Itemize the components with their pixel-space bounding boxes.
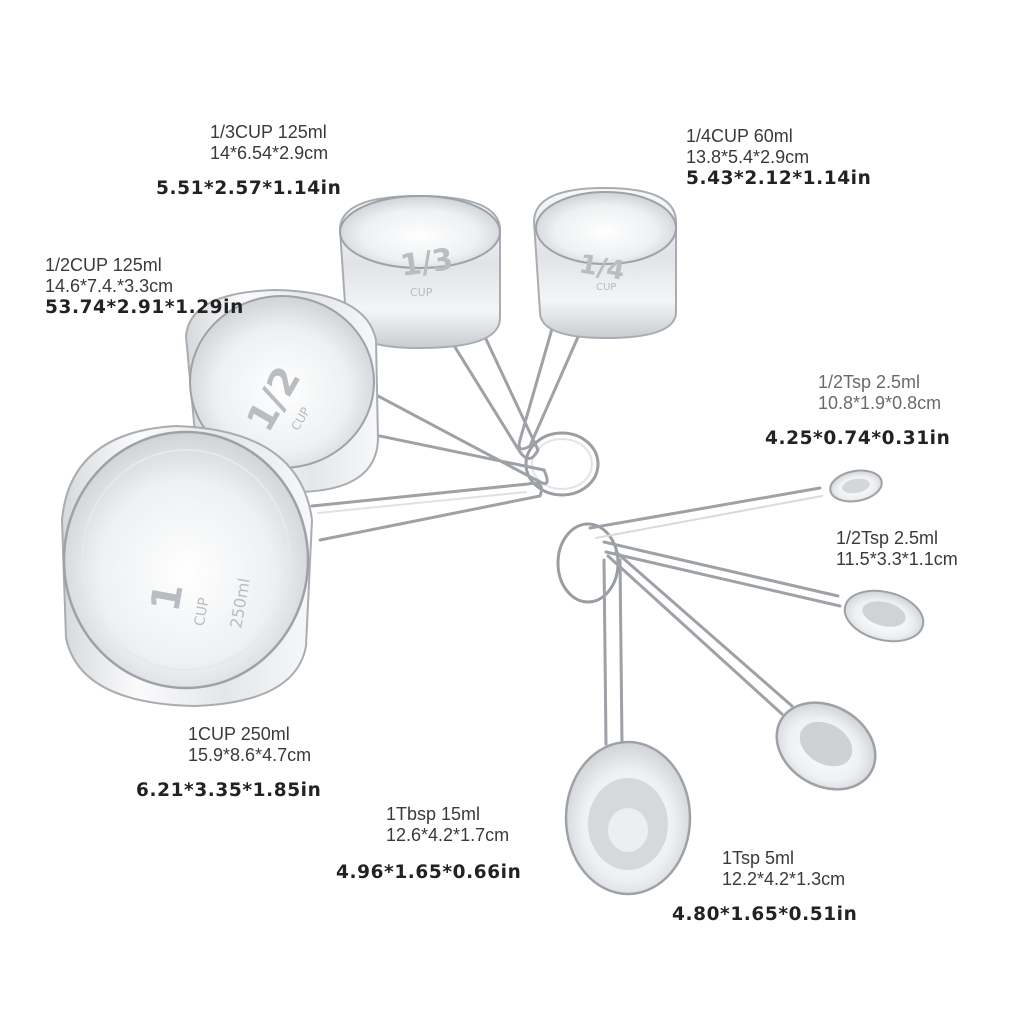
label-half-cup: 1/2CUP 125ml 14.6*7.4.*3.3cm 53.74*2.91*…	[45, 255, 244, 319]
label-inch: 4.25*0.74*0.31in	[765, 428, 951, 449]
label-name: 1/3CUP 125ml	[210, 122, 327, 142]
label-one-cup-inch: 6.21*3.35*1.85in	[136, 780, 321, 802]
label-inch: 4.80*1.65*0.51in	[672, 904, 858, 925]
label-half-tsp-b: 1/2Tsp 2.5ml 11.5*3.3*1.1cm	[836, 528, 958, 570]
label-half-tsp-a: 1/2Tsp 2.5ml 10.8*1.9*0.8cm	[818, 372, 941, 414]
label-cm: 10.8*1.9*0.8cm	[818, 393, 942, 414]
spoon-ring	[556, 522, 620, 604]
label-inch: 6.21*3.35*1.85in	[136, 780, 322, 801]
label-third-cup: 1/3CUP 125ml 14*6.54*2.9cm	[210, 122, 328, 164]
label-name: 1/2Tsp 2.5ml	[836, 528, 939, 548]
label-quarter-cup: 1/4CUP 60ml 13.8*5.4*2.9cm 5.43*2.12*1.1…	[686, 126, 871, 190]
label-half-tsp-a-inch: 4.25*0.74*0.31in	[765, 428, 950, 450]
label-tsp: 1Tsp 5ml 12.2*4.2*1.3cm	[722, 848, 845, 890]
label-name: 1/2Tsp 2.5ml	[818, 372, 921, 392]
label-inch: 5.43*2.12*1.14in	[686, 168, 872, 190]
spoon-half-tsp-top	[829, 469, 883, 503]
third-cup-engraving: 1/3	[398, 242, 455, 284]
svg-text:CUP: CUP	[192, 596, 213, 627]
cup-ring	[524, 431, 600, 497]
label-cm: 13.8*5.4*2.9cm	[686, 147, 810, 168]
svg-text:CUP: CUP	[410, 286, 433, 299]
label-name: 1/2CUP 125ml	[45, 255, 162, 275]
label-cm: 11.5*3.3*1.1cm	[836, 549, 958, 570]
label-name: 1CUP 250ml	[188, 724, 290, 744]
label-third-cup-inch: 5.51*2.57*1.14in	[156, 178, 341, 200]
label-tsp-inch: 4.80*1.65*0.51in	[672, 904, 857, 926]
label-cm: 14*6.54*2.9cm	[210, 143, 329, 164]
label-inch: 4.96*1.65*0.66in	[336, 862, 522, 883]
label-cm: 14.6*7.4.*3.3cm	[45, 276, 174, 297]
label-name: 1Tbsp 15ml	[386, 804, 481, 824]
one-cup: 1 CUP 250ml	[60, 424, 314, 708]
spoon-tbsp	[564, 740, 692, 896]
label-cm: 15.9*8.6*4.7cm	[188, 745, 312, 766]
spoon-tsp	[775, 701, 877, 791]
third-cup: 1/3 CUP	[338, 194, 501, 350]
label-cm: 12.6*4.2*1.7cm	[386, 825, 510, 846]
label-tbsp-inch: 4.96*1.65*0.66in	[336, 862, 521, 884]
label-inch: 53.74*2.91*1.29in	[45, 297, 244, 319]
spoon-handles	[588, 486, 842, 746]
label-name: 1/4CUP 60ml	[686, 126, 793, 146]
label-inch: 5.51*2.57*1.14in	[156, 178, 342, 199]
label-one-cup: 1CUP 250ml 15.9*8.6*4.7cm	[188, 724, 311, 766]
label-cm: 12.2*4.2*1.3cm	[722, 869, 846, 890]
label-name: 1Tsp 5ml	[722, 848, 795, 868]
svg-text:CUP: CUP	[596, 282, 616, 293]
quarter-cup: 1/4 CUP	[532, 186, 677, 340]
label-tbsp: 1Tbsp 15ml 12.6*4.2*1.7cm	[386, 804, 509, 846]
spoon-half-tsp-second	[843, 589, 925, 643]
cup-handles	[310, 292, 598, 542]
